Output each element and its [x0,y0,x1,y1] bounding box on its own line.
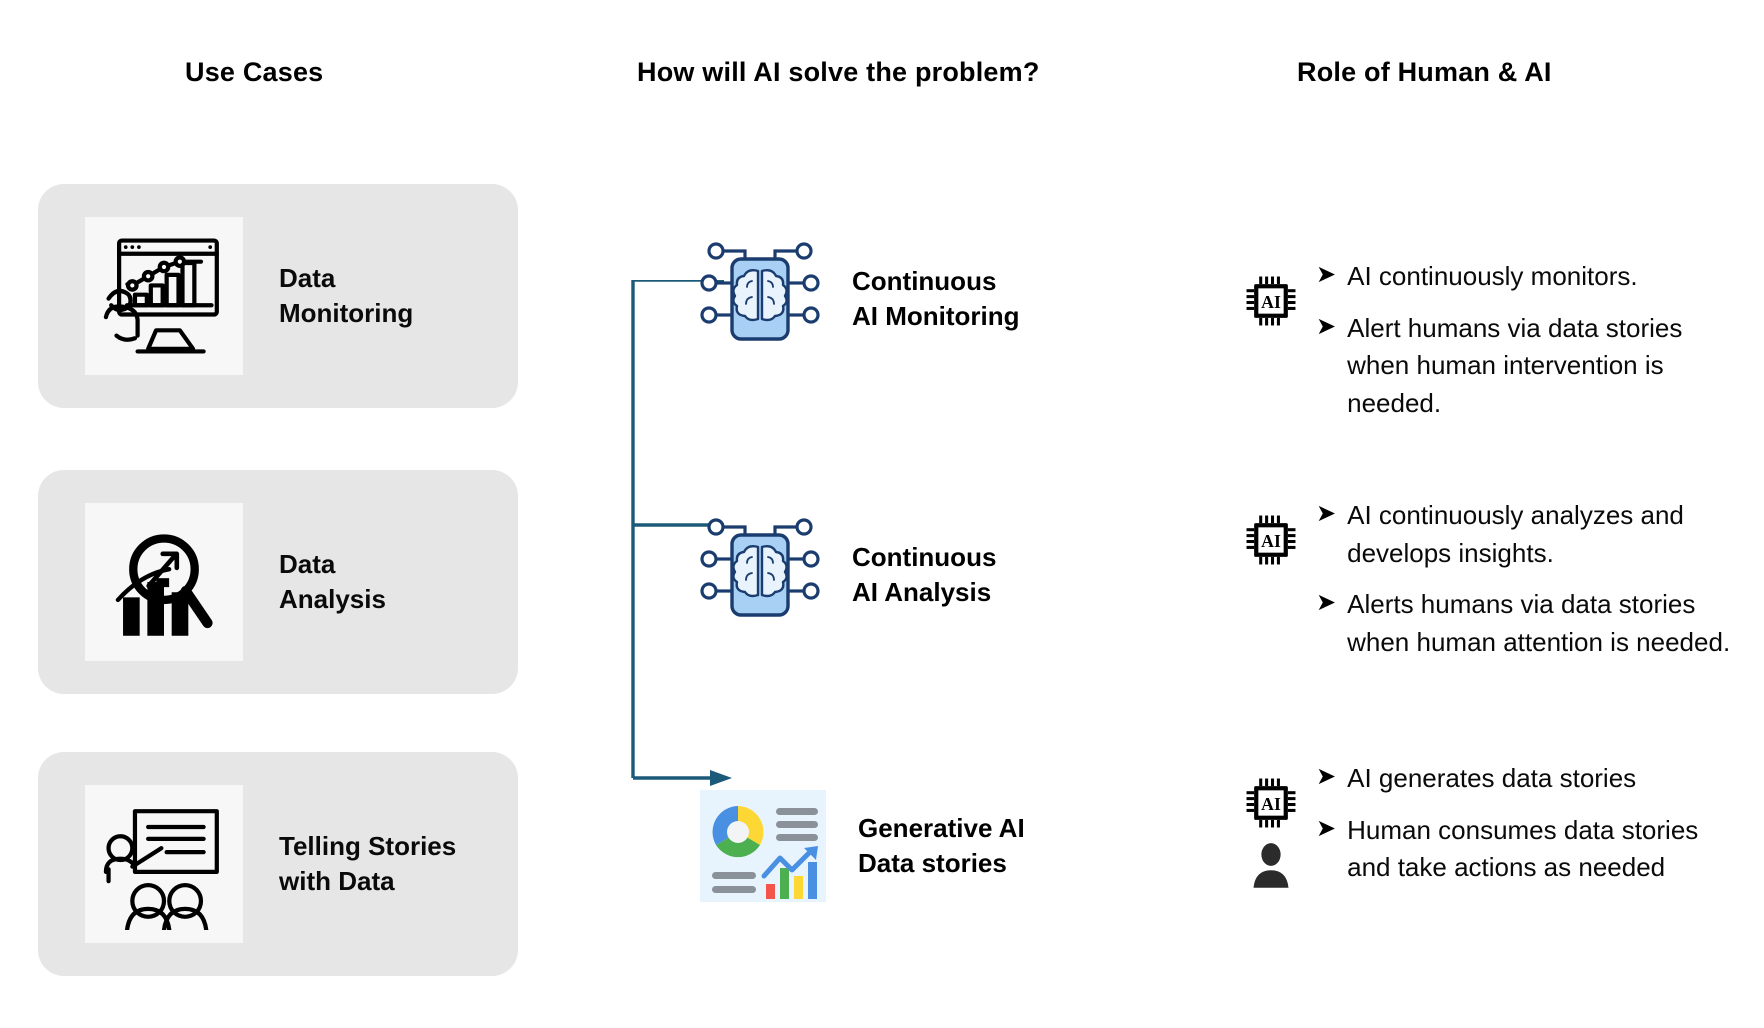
ai-solution-label: Continuous AI Analysis [852,542,997,607]
bullet-arrow-icon: ➤ [1316,500,1337,527]
role-icon-list: AI [1240,497,1302,567]
ai-brain-chip-icon [700,242,820,341]
use-case-card-telling-stories[interactable]: Telling Stories with Data [38,752,518,976]
bullet-text: AI continuously analyzes and develops in… [1347,500,1684,568]
bullet-arrow-icon: ➤ [1316,261,1337,288]
role-group-analysis: AI ➤ AI continuously analyzes and develo… [1240,497,1736,662]
column-title-roles: Role of Human & AI [1297,57,1552,87]
telling-stories-icon [85,785,243,943]
ai-solution-label: Generative AI Data stories [858,813,1025,878]
use-case-label: Telling Stories with Data [279,831,457,896]
role-icon-list: AI [1240,258,1302,328]
ai-chip-icon: AI [1246,515,1296,565]
svg-text:AI: AI [1261,292,1281,312]
role-bullet: ➤ Alerts humans via data stories when hu… [1316,586,1736,661]
role-bullet: ➤ AI continuously analyzes and develops … [1316,497,1736,572]
ai-solution-label: Continuous AI Monitoring [852,266,1020,331]
role-bullet: ➤ Human consumes data stories and take a… [1316,812,1736,887]
role-bullet-list: ➤ AI generates data stories ➤ Human cons… [1316,760,1736,887]
use-case-label: Data Analysis [279,549,386,614]
ai-solution-continuous-monitoring[interactable]: Continuous AI Monitoring [700,237,1020,361]
column-title-use-cases: Use Cases [185,57,324,87]
bullet-arrow-icon: ➤ [1316,312,1337,340]
use-case-card-data-analysis[interactable]: Data Analysis [38,470,518,694]
role-icon-list: AI [1240,760,1302,888]
use-case-label: Data Monitoring [279,263,414,328]
data-monitoring-icon [85,217,243,375]
ai-chip-icon: AI [1246,778,1296,828]
bullet-text: Human consumes data stories and take act… [1347,814,1699,883]
bullet-text: AI generates data stories [1347,763,1637,793]
role-bullet: ➤ Alert humans via data stories when hum… [1316,310,1736,423]
role-group-monitoring: AI ➤ AI continuously monitors. ➤ Alert h… [1240,258,1736,423]
ai-solution-generative-data-stories[interactable]: Generative AI Data stories [700,790,1025,902]
data-analysis-icon [85,503,243,661]
ai-chip-icon: AI [1246,276,1296,326]
person-icon [1253,843,1289,888]
bullet-arrow-icon: ➤ [1316,589,1337,617]
role-bullet-list: ➤ AI continuously analyzes and develops … [1316,497,1736,662]
ai-solution-continuous-analysis[interactable]: Continuous AI Analysis [700,513,996,637]
bullet-arrow-icon: ➤ [1316,814,1337,842]
svg-text:AI: AI [1261,794,1281,814]
ai-brain-chip-icon [700,518,820,617]
data-dashboard-icon [700,790,826,902]
connector-arrowhead [710,770,732,786]
bullet-text: Alerts humans via data stories when huma… [1347,589,1731,658]
role-bullet: ➤ AI generates data stories [1316,760,1736,798]
role-bullet-list: ➤ AI continuously monitors. ➤ Alert huma… [1316,258,1736,423]
use-case-card-data-monitoring[interactable]: Data Monitoring [38,184,518,408]
svg-text:AI: AI [1261,531,1281,551]
bullet-text: AI continuously monitors. [1347,261,1638,291]
role-group-generative: AI ➤ AI generates data stories ➤ Human c… [1240,760,1736,888]
bullet-arrow-icon: ➤ [1316,763,1337,790]
bullet-text: Alert humans via data stories when human… [1347,312,1683,419]
role-bullet: ➤ AI continuously monitors. [1316,258,1736,296]
column-title-how-ai: How will AI solve the problem? [637,57,1040,87]
